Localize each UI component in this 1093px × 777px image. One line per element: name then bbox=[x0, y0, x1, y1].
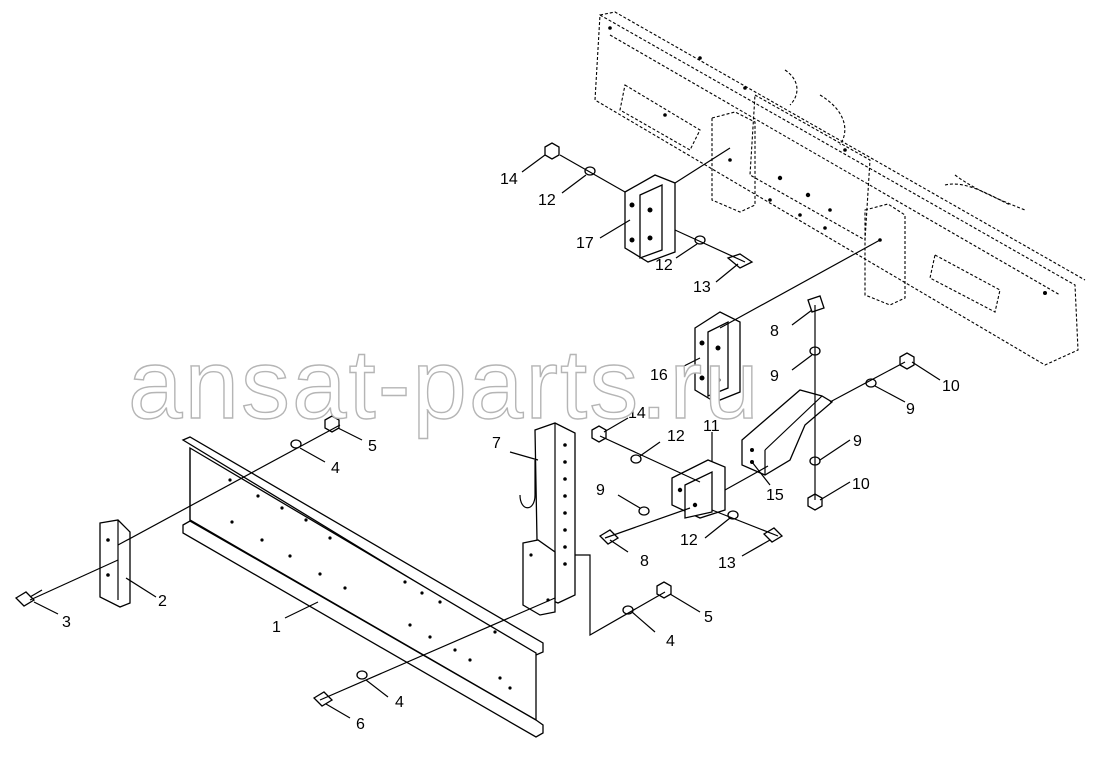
callout-9: 9 bbox=[770, 368, 779, 385]
callout-5: 5 bbox=[368, 438, 377, 455]
callout-13: 13 bbox=[693, 279, 711, 296]
part-2-pad bbox=[99, 519, 131, 608]
nut-14b bbox=[591, 425, 607, 443]
callout-1: 1 bbox=[272, 619, 281, 636]
callout-labels: 14 12 17 12 13 8 16 9 10 9 9 10 15 11 14… bbox=[62, 171, 960, 733]
callout-14: 14 bbox=[628, 405, 646, 422]
bolt-8b bbox=[807, 295, 825, 313]
part-7-post-bracket bbox=[519, 422, 576, 616]
callout-12: 12 bbox=[680, 532, 698, 549]
nut-10a bbox=[899, 352, 915, 370]
leader-lines bbox=[33, 154, 941, 719]
callout-12: 12 bbox=[538, 192, 556, 209]
callout-14: 14 bbox=[500, 171, 518, 188]
callout-13: 13 bbox=[718, 555, 736, 572]
callout-17: 17 bbox=[576, 235, 594, 252]
assembly-lines bbox=[29, 147, 906, 701]
nut-14a bbox=[544, 142, 560, 160]
part-17-upper-bracket bbox=[624, 174, 676, 263]
callout-2: 2 bbox=[158, 593, 167, 610]
callout-9: 9 bbox=[906, 401, 915, 418]
callout-8: 8 bbox=[640, 553, 649, 570]
watermark: ansat-parts.ru bbox=[128, 329, 761, 439]
callout-9: 9 bbox=[596, 482, 605, 499]
callout-6: 6 bbox=[356, 716, 365, 733]
callout-8: 8 bbox=[770, 323, 779, 340]
part-1-cross-beam bbox=[181, 436, 544, 738]
callout-15: 15 bbox=[766, 487, 784, 504]
callout-3: 3 bbox=[62, 614, 71, 631]
callout-16: 16 bbox=[650, 367, 668, 384]
part-11-small-bracket bbox=[671, 459, 726, 519]
callout-4: 4 bbox=[395, 694, 404, 711]
callout-11: 11 bbox=[703, 418, 720, 435]
part-16-lower-bracket bbox=[694, 311, 741, 403]
callout-12: 12 bbox=[667, 428, 685, 445]
bolt-13b bbox=[762, 527, 784, 543]
callout-5: 5 bbox=[704, 609, 713, 626]
callout-4: 4 bbox=[666, 633, 675, 650]
callout-12: 12 bbox=[655, 257, 673, 274]
rear-bumper-frame bbox=[594, 11, 1086, 366]
callout-10: 10 bbox=[942, 378, 960, 395]
callout-4: 4 bbox=[331, 460, 340, 477]
bolt-3 bbox=[14, 591, 36, 607]
part-15-support-arm bbox=[741, 389, 834, 476]
callout-10: 10 bbox=[852, 476, 870, 493]
callout-9: 9 bbox=[853, 433, 862, 450]
callout-7: 7 bbox=[492, 435, 501, 452]
